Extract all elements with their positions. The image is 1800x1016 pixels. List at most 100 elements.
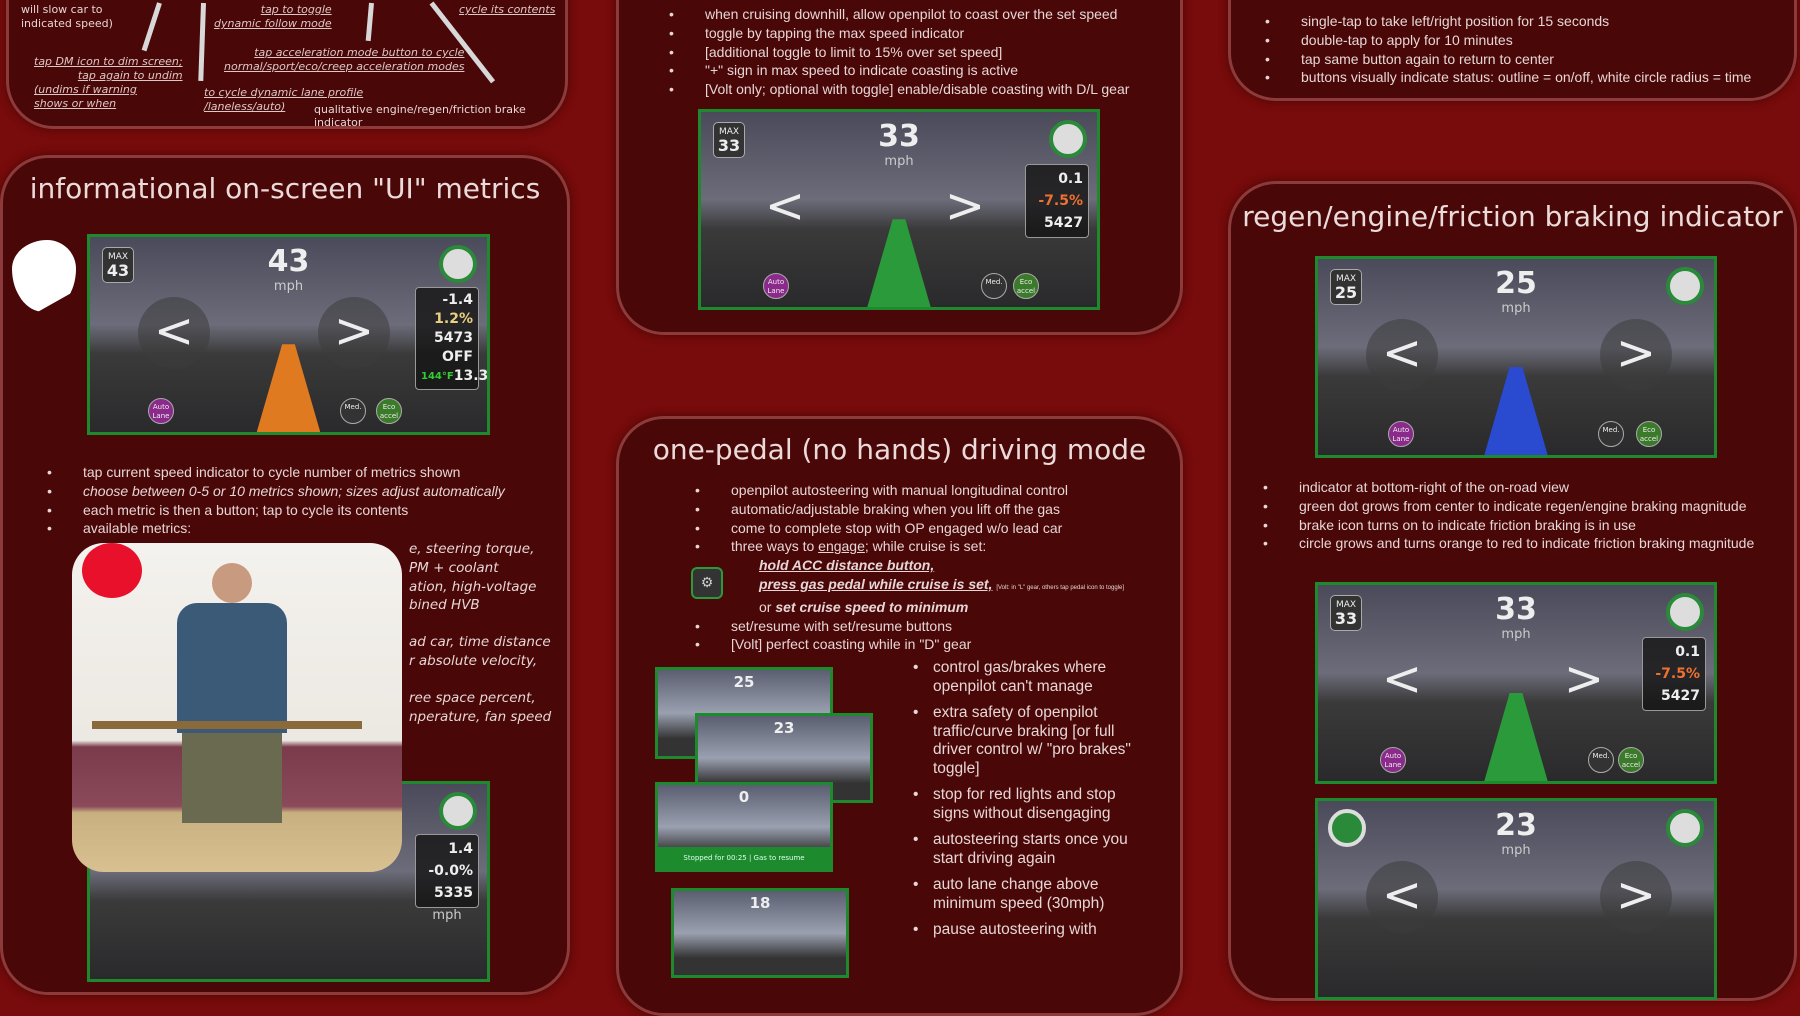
auto-lane-button[interactable]: Auto Lane (763, 273, 789, 299)
speed-unit: mph (884, 154, 914, 169)
bullet: openpilot autosteering with manual longi… (691, 481, 1124, 500)
max-value: 33 (1334, 609, 1358, 628)
max-label: MAX (1335, 274, 1357, 284)
text: three ways to (731, 538, 819, 555)
metric[interactable]: OFF (441, 349, 473, 365)
speed-unit: mph (1501, 301, 1531, 316)
metrics-box[interactable]: 0.1 -7.5% 5427 (1642, 637, 1706, 711)
bullet: tap same button again to return to cente… (1261, 50, 1751, 69)
metric[interactable]: 5473 (434, 330, 473, 346)
steering-wheel-icon (439, 792, 477, 830)
metric[interactable]: 5427 (1661, 688, 1700, 704)
lane-left-button[interactable]: < (138, 297, 210, 369)
lane-left-button[interactable]: < (1366, 319, 1438, 391)
panel-title: one-pedal (no hands) driving mode (652, 433, 1147, 466)
path-overlay (867, 219, 931, 307)
person-shorts (182, 733, 282, 823)
auto-lane-button[interactable]: Auto Lane (1380, 747, 1406, 773)
text: /laneless/auto) (204, 100, 286, 113)
bullet: toggle by tapping the max speed indicato… (665, 24, 1129, 43)
lane-right-button[interactable]: > (318, 297, 390, 369)
speed: 25 (733, 673, 755, 691)
current-speed[interactable]: 25 (1495, 266, 1537, 301)
accel-mode-button[interactable]: Eco accel (376, 398, 402, 424)
steering-wheel-icon (1049, 120, 1087, 158)
metric[interactable]: -7.5% (1655, 666, 1700, 682)
accel-mode-button[interactable]: Eco accel (1013, 273, 1039, 299)
metric[interactable]: 5427 (1044, 215, 1083, 231)
bullet: [Volt only; optional with toggle] enable… (665, 80, 1129, 99)
text: r absolute velocity, (409, 652, 538, 669)
text: nperature, fan speed (409, 708, 552, 725)
bullet: come to complete stop with OP engaged w/… (691, 519, 1124, 538)
panel-title: regen/engine/friction braking indicator (1242, 200, 1783, 233)
bullet: [additional toggle to limit to 15% over … (665, 43, 1129, 62)
max-value: 43 (106, 261, 130, 280)
lane-right-button[interactable]: > (1600, 319, 1672, 391)
metric[interactable]: -0.0% (428, 863, 473, 879)
onroad-screen-3[interactable]: 23 mph < > (1315, 798, 1717, 1000)
follow-mode-button[interactable]: Med. (1598, 421, 1624, 447)
metric[interactable]: 5335 (434, 885, 473, 901)
metric[interactable]: 0.1 (1058, 171, 1083, 187)
stopped-banner: Stopped for 00:25 | Gas to resume (658, 847, 830, 869)
current-speed[interactable]: 33 (1495, 592, 1537, 627)
metrics-bullets: tap current speed indicator to cycle num… (43, 463, 505, 538)
follow-mode-button[interactable]: Med. (981, 273, 1007, 299)
lane-left-button[interactable]: < (1366, 861, 1438, 933)
lane-right-button[interactable]: > (944, 178, 986, 234)
metric[interactable]: 1.2% (434, 311, 473, 327)
wooden-pole (92, 721, 362, 729)
follow-mode-button[interactable]: Med. (340, 398, 366, 424)
bullet: automatic/adjustable braking when you li… (691, 500, 1124, 519)
lane-left-button[interactable]: < (764, 178, 806, 234)
flag-circle (82, 543, 142, 598)
current-speed[interactable]: 43 (267, 244, 310, 279)
lane-right-button[interactable]: > (1600, 861, 1672, 933)
max-label: MAX (1335, 600, 1357, 610)
metric[interactable]: -1.4 (442, 292, 473, 308)
current-speed[interactable]: 23 (1495, 808, 1537, 843)
speed: 0 (738, 788, 750, 806)
bullet: three ways to engage; while cruise is se… (691, 537, 1124, 556)
text: shows or when (34, 97, 117, 110)
metric[interactable]: 13.3 (453, 368, 489, 384)
metric[interactable]: 1.4 (448, 841, 473, 857)
accel-mode-button[interactable]: Eco accel (1636, 421, 1662, 447)
metrics-box[interactable]: 1.4 -0.0% 5335 (415, 834, 479, 908)
auto-lane-button[interactable]: Auto Lane (148, 398, 174, 424)
bullet: available metrics: (43, 519, 505, 538)
lane-left-button[interactable]: < (1381, 651, 1423, 707)
person-head (212, 563, 252, 603)
annotation-lane: to cycle dynamic lane profile/laneless/a… (204, 86, 363, 114)
metric[interactable]: 0.1 (1675, 644, 1700, 660)
text: dynamic follow mode (214, 17, 332, 30)
text: tap DM icon to dim screen; (34, 55, 183, 68)
metric[interactable]: -7.5% (1038, 193, 1083, 209)
accel-mode-button[interactable]: Eco accel (1618, 747, 1644, 773)
current-speed[interactable]: 33 (878, 119, 920, 154)
engage-way: or set cruise speed to minimum (691, 598, 1124, 617)
metrics-box[interactable]: 0.1 -7.5% 5427 (1025, 164, 1089, 238)
person-shirt (177, 603, 287, 733)
metric[interactable]: 144°F (421, 371, 454, 382)
annotation-dm: tap DM icon to dim screen;tap again to u… (34, 55, 183, 111)
lane-position-bullets: single-tap to take left/right position f… (1261, 12, 1751, 87)
bullet: [Volt] perfect coasting while in "D" gea… (691, 635, 1124, 654)
text: set cruise speed to minimum (775, 598, 969, 615)
follow-mode-button[interactable]: Med. (1588, 747, 1614, 773)
auto-lane-button[interactable]: Auto Lane (1388, 421, 1414, 447)
text: [Volt: in "L" gear, others tap pedal ico… (996, 584, 1125, 591)
lane-right-button[interactable]: > (1563, 651, 1605, 707)
